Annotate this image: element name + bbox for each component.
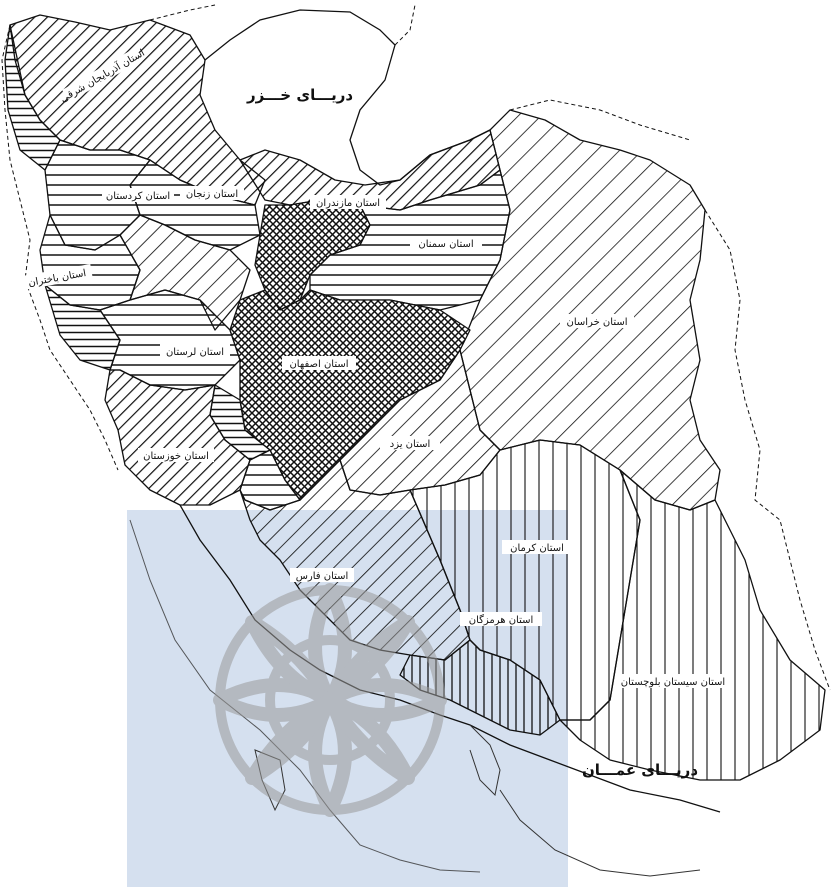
label-mazandaran: استان مازندران — [316, 198, 380, 209]
label-sistan: استان سیستان بلوچستان — [621, 677, 725, 688]
label-kerman: استان کرمان — [510, 543, 564, 554]
northern-border-dashed — [149, 4, 691, 141]
label-khorasan: استان خراسان — [567, 317, 628, 328]
label-lorestan: استان لرستان — [166, 347, 224, 358]
province-markazi — [119, 214, 251, 331]
province-sistan — [559, 469, 826, 781]
label-yazd: استان یزد — [390, 439, 431, 450]
label-hormozgan: استان هرمزگان — [469, 614, 534, 626]
caspian-sea-label: دریـــای خـــزر — [246, 86, 353, 104]
caspian-shoreline — [204, 9, 491, 186]
rosette-watermark-icon — [213, 583, 447, 817]
eastern-border-dashed — [704, 209, 831, 691]
label-semnan: استان سمنان — [418, 239, 473, 250]
sea-of-oman-label: دریـــای عمـــان — [582, 761, 698, 779]
arabian-coast — [129, 519, 481, 873]
label-kordestan: استان کردستان — [106, 191, 170, 202]
oman-coast — [499, 789, 701, 877]
label-esfahan: استان اصفهان — [289, 359, 348, 370]
province-layer — [4, 14, 826, 781]
label-zanjan: استان زنجان — [186, 189, 238, 200]
label-khuzestan: استان خوزستان — [143, 451, 209, 462]
label-fars: استان فارس — [296, 571, 349, 582]
musandam — [469, 724, 501, 797]
